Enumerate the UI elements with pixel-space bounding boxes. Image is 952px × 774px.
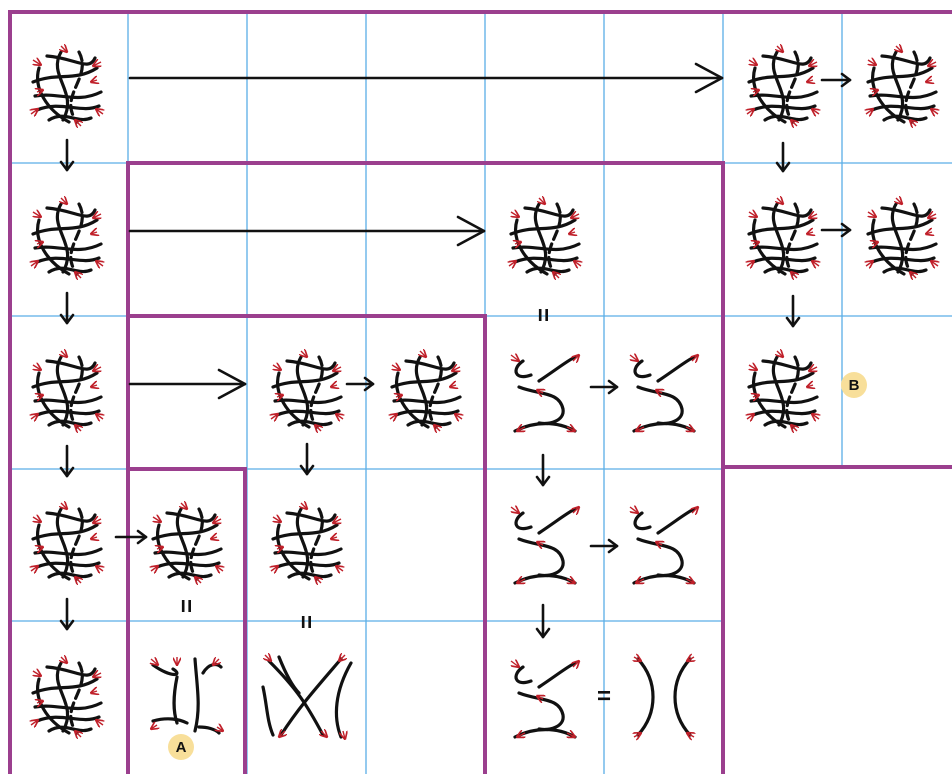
knot-diagram-icon: [151, 503, 223, 583]
equals-signs: = = = =: [172, 308, 611, 710]
knot-diagram-icon: [31, 503, 103, 583]
knot-diagram-icon: [630, 355, 698, 431]
knot-diagram-icon: [630, 507, 698, 583]
right-arrow-icon: [130, 370, 245, 398]
knot-diagram-icon: [509, 198, 581, 278]
down-arrow-icon: [301, 444, 313, 474]
knot-diagram-icon: [271, 503, 343, 583]
down-arrow-icon: [787, 296, 799, 326]
knot-diagram-icon: [866, 46, 938, 126]
right-arrow-icon: [822, 224, 850, 236]
down-arrow-icon: [61, 446, 73, 476]
right-arrow-icon: [130, 64, 722, 92]
badge-b: B: [841, 372, 867, 398]
right-arrow-icon: [116, 531, 146, 543]
knot-diagram-icon: [747, 46, 819, 126]
equals-sign: =: [292, 615, 319, 629]
knot-diagram-icon: [511, 507, 579, 583]
arrows: [61, 64, 850, 637]
badge-a-label: A: [176, 739, 187, 756]
down-arrow-icon: [537, 455, 549, 485]
down-arrow-icon: [777, 143, 789, 171]
equals-sign: =: [529, 308, 556, 322]
equals-sign: =: [597, 683, 611, 710]
right-arrow-icon: [822, 74, 850, 86]
knot-diagram-icon: [511, 355, 579, 431]
knot-diagram-icon: [31, 657, 103, 737]
knot-diagram-icon: [263, 655, 351, 739]
knot-diagram-icon: [511, 661, 579, 737]
badge-a: A: [168, 734, 194, 760]
knot-diagram-icon: [31, 46, 103, 126]
knot-diagram-icon: [390, 351, 462, 431]
down-arrow-icon: [61, 599, 73, 629]
knot-diagram-icon: [866, 198, 938, 278]
knot-diagram-icon: [747, 198, 819, 278]
knot-diagram-icon: [31, 351, 103, 431]
knot-diagram-icon: [271, 351, 343, 431]
knot-diagram-icon: [31, 198, 103, 278]
knot-diagram-icon: [151, 657, 223, 733]
knot-diagram-icon: [747, 351, 819, 431]
down-arrow-icon: [61, 293, 73, 323]
down-arrow-icon: [61, 140, 73, 170]
right-arrow-icon: [347, 378, 373, 390]
badge-b-label: B: [849, 377, 860, 394]
equals-sign: =: [172, 599, 199, 613]
knot-diagram-icon: [634, 657, 694, 737]
right-arrow-icon: [130, 217, 484, 245]
